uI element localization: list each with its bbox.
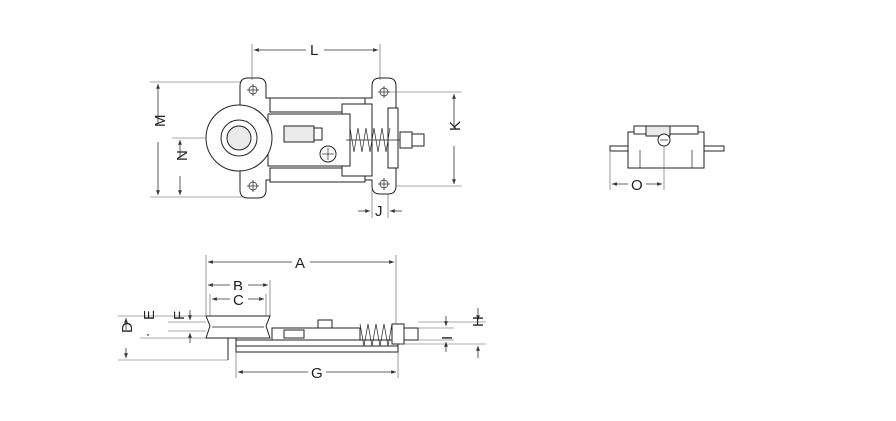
dimension-F: F [168, 310, 206, 343]
dimension-H: H [400, 308, 488, 358]
label-G: G [311, 365, 323, 382]
label-E: E [141, 310, 158, 320]
label-D: D [119, 322, 136, 333]
end-view [609, 125, 725, 169]
label-L: L [310, 42, 318, 59]
top-view [205, 77, 425, 199]
label-N: N [174, 150, 191, 161]
dimension-G: G [235, 352, 399, 382]
dimension-C: C [209, 290, 267, 316]
label-F: F [171, 311, 188, 320]
label-O: O [631, 177, 643, 194]
dimension-K: K [390, 91, 464, 187]
dimension-A: A [205, 253, 397, 324]
dimension-M: M [148, 81, 242, 198]
dimension-B: B [208, 276, 271, 316]
label-K: K [447, 121, 464, 131]
dimension-J: J [358, 188, 402, 220]
dimension-L: L [251, 40, 381, 80]
label-J: J [375, 203, 383, 220]
label-C: C [233, 292, 244, 309]
side-view [205, 315, 419, 360]
label-M: M [152, 115, 169, 128]
label-H: H [470, 316, 487, 327]
label-A: A [295, 255, 305, 272]
dimension-N: N [170, 137, 206, 195]
label-I: I [439, 336, 456, 340]
dimension-I: I [418, 316, 456, 352]
dimension-E: E [138, 310, 206, 339]
dimension-O: O [609, 146, 665, 194]
label-B: B [233, 278, 243, 295]
